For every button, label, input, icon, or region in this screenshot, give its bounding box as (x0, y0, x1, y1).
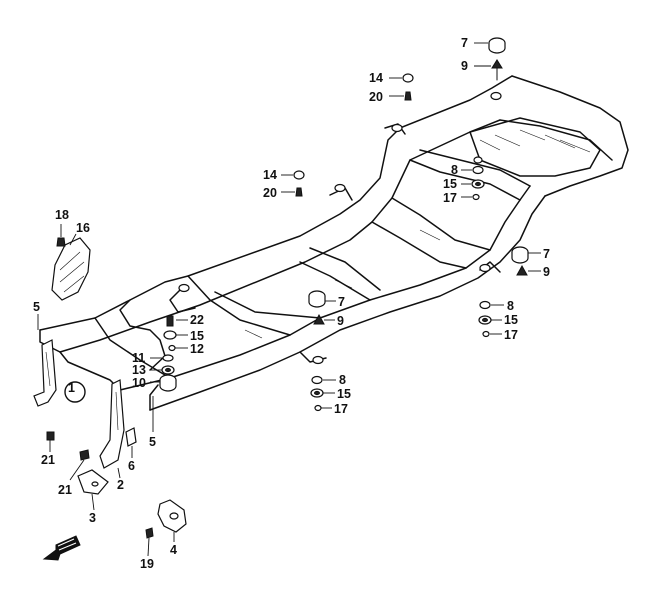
bolt-part-20-mid (295, 187, 303, 197)
bushing-part-7-top (488, 37, 506, 54)
callout-11: 11 (132, 351, 145, 365)
callout-15-upper: 15 (443, 177, 457, 191)
bolt-part-18 (56, 237, 66, 247)
bushing-part-7-center (308, 290, 326, 308)
leader-lines (37, 42, 541, 557)
front-direction-arrow-icon (42, 535, 81, 561)
callout-3: 3 (89, 511, 96, 525)
bushing-part-7-right (511, 246, 529, 264)
callout-5-left: 5 (33, 300, 40, 314)
bracket-part-4 (157, 499, 187, 533)
cushion-part-14-mid (293, 170, 305, 180)
mount-stack-upper (471, 165, 485, 201)
callout-9-top: 9 (461, 59, 468, 73)
bolt-part-19 (145, 527, 154, 539)
callout-7-top: 7 (461, 36, 468, 50)
callout-21-mid: 21 (58, 483, 72, 497)
clip-part-6 (125, 427, 137, 447)
mount-stack-left (159, 315, 177, 392)
bolt-part-21-left (46, 431, 55, 441)
bolt-part-9-center (313, 313, 325, 325)
callout-12: 12 (190, 342, 204, 356)
callout-4: 4 (170, 543, 177, 557)
callout-22: 22 (190, 313, 204, 327)
callout-7-right: 7 (543, 247, 550, 261)
callout-17-lower: 17 (334, 402, 348, 416)
plate-part-3 (77, 469, 109, 495)
callout-20-upper: 20 (369, 90, 383, 104)
callout-9-right: 9 (543, 265, 550, 279)
callout-7-center: 7 (338, 295, 345, 309)
callout-2: 2 (117, 478, 124, 492)
callout-numbers: 7 9 14 20 14 20 8 15 17 18 16 5 7 9 8 15… (33, 36, 550, 571)
callout-20-mid: 20 (263, 186, 277, 200)
callout-19: 19 (140, 557, 154, 571)
callout-16: 16 (76, 221, 90, 235)
mount-stack-lower (310, 375, 324, 412)
callout-13: 13 (132, 363, 146, 377)
callout-14-mid: 14 (263, 168, 277, 182)
bolt-part-9-top (491, 59, 503, 81)
bolt-part-21-mid (79, 449, 90, 461)
callout-10: 10 (132, 376, 146, 390)
callout-8-upper: 8 (451, 163, 458, 177)
bracket-part-2 (99, 379, 125, 469)
callout-8-right: 8 (507, 299, 514, 313)
callout-15-lower: 15 (337, 387, 351, 401)
mount-stack-right (478, 300, 492, 338)
callout-1: 1 (68, 381, 75, 395)
callout-6: 6 (128, 459, 135, 473)
cushion-part-14-upper (402, 73, 414, 83)
bolt-part-9-right (516, 264, 528, 276)
bracket-part-16 (51, 237, 91, 301)
bolt-part-20-upper (404, 91, 412, 101)
callout-15-right: 15 (504, 313, 518, 327)
callout-5-front: 5 (149, 435, 156, 449)
tow-hook-bracket-part-1 (33, 339, 86, 407)
callout-21-left: 21 (41, 453, 55, 467)
callout-8-lower: 8 (339, 373, 346, 387)
callout-17-upper: 17 (443, 191, 457, 205)
callout-9-center: 9 (337, 314, 344, 328)
callout-17-right: 17 (504, 328, 518, 342)
callout-15-left: 15 (190, 329, 204, 343)
callout-14-upper: 14 (369, 71, 383, 85)
chassis-frame (39, 75, 629, 411)
callout-18: 18 (55, 208, 69, 222)
